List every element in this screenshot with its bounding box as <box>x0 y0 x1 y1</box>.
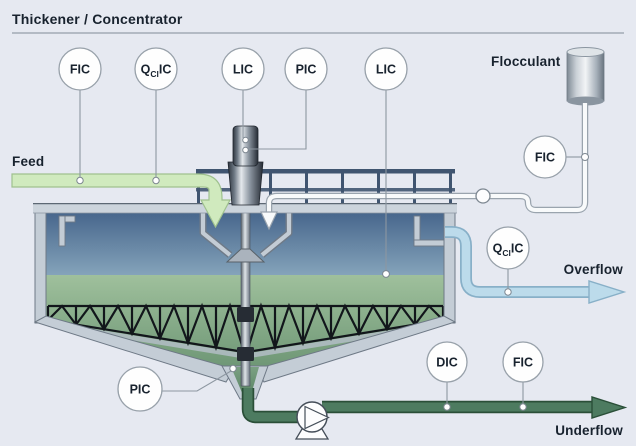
feed-pipe-and-arrow <box>11 173 232 229</box>
instrument-label: DIC <box>436 356 458 370</box>
weir-baffle-right <box>413 215 445 247</box>
flocculant-measure-point <box>581 153 589 161</box>
flocculant-label: Flocculant <box>491 54 561 69</box>
tank-wall-right <box>443 203 456 324</box>
feedwell <box>199 213 293 258</box>
instrument-lic-level: LIC <box>364 47 408 91</box>
instrument-label: FIC <box>535 151 555 165</box>
valve-icon <box>475 188 491 204</box>
underflow-density-measure-point <box>443 403 451 411</box>
instrument-label: QClIC <box>493 242 524 259</box>
shaft-collar-lower <box>237 347 254 361</box>
instrument-dic-underflow: DIC <box>426 341 468 383</box>
distribution-cone <box>225 248 266 263</box>
underflow-label: Underflow <box>555 423 623 438</box>
feed-flow-measure-point <box>76 176 84 185</box>
instrument-fic-underflow: FIC <box>502 341 544 383</box>
overflow-arrow <box>588 280 627 304</box>
instrument-label: PIC <box>130 383 151 397</box>
pump <box>294 401 330 440</box>
flocculant-tank-top <box>566 47 605 57</box>
instrument-lic-drive: LIC <box>221 47 265 91</box>
instrument-label: PIC <box>296 63 317 77</box>
instrument-label: LIC <box>233 63 253 77</box>
underflow-arrow <box>591 396 628 419</box>
drive-connection-dot-1 <box>242 136 249 144</box>
instrument-qic-feed: QClIC <box>134 47 178 91</box>
instrument-label: QClIC <box>141 63 172 80</box>
instrument-label: FIC <box>70 63 90 77</box>
instrument-pic-cone: PIC <box>117 366 163 412</box>
flocculant-tank <box>566 51 605 102</box>
feed-label: Feed <box>12 154 44 169</box>
cone-pressure-measure-point <box>229 364 237 373</box>
flocculant-tank-bottom <box>567 96 604 106</box>
page-title: Thickener / Concentrator <box>12 11 183 27</box>
flocculant-dosing-arrow <box>260 211 278 231</box>
drive-motor <box>227 125 264 206</box>
overflow-line <box>445 226 627 304</box>
flocculant-pipe <box>260 103 589 231</box>
instrument-fic-flocculant: FIC <box>523 135 567 179</box>
tank-rim <box>33 203 457 213</box>
shaft-collar-upper <box>237 307 254 322</box>
feed-line <box>11 173 232 229</box>
instrument-qic-overflow: QClIC <box>486 226 530 270</box>
thickener-tank <box>33 125 457 400</box>
flocculant-system <box>260 47 605 231</box>
underflow-flow-measure-point <box>519 403 527 411</box>
instrument-pic-drive: PIC <box>284 47 328 91</box>
drive-connection-dot-2 <box>242 146 249 154</box>
instrument-fic-feed: FIC <box>58 47 102 91</box>
underflow-line <box>241 388 628 424</box>
instrument-label: LIC <box>376 63 396 77</box>
overflow-measure-point <box>504 288 512 296</box>
feed-quality-measure-point <box>152 176 160 185</box>
instrument-signal-lines <box>79 90 581 404</box>
instrument-label: FIC <box>513 356 533 370</box>
weir-baffle-left <box>58 215 76 247</box>
overflow-label: Overflow <box>564 262 624 277</box>
tank-wall-left <box>34 203 47 324</box>
interface-level-measure-point <box>382 270 390 278</box>
